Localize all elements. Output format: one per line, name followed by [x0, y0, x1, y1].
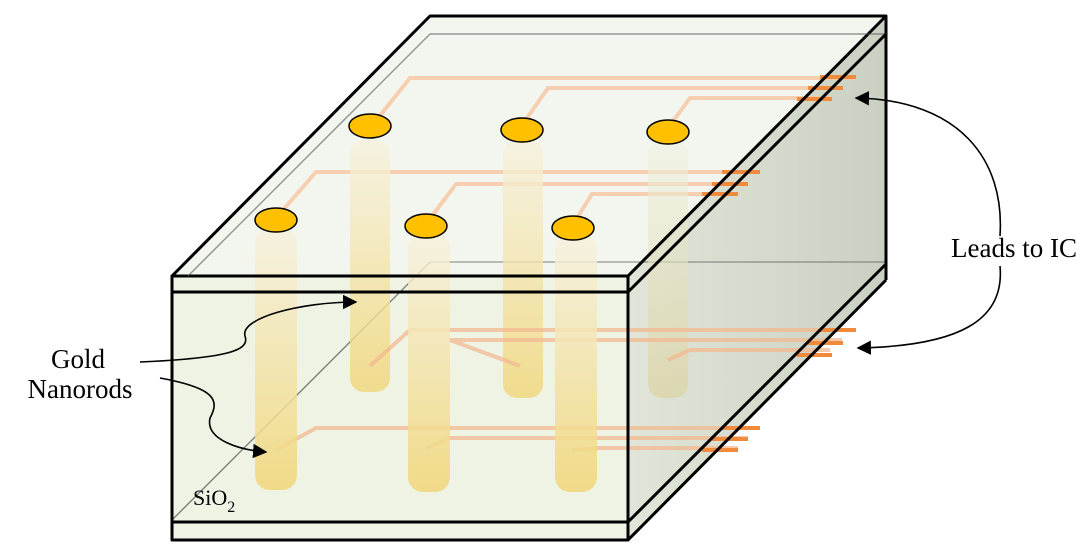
- sio2-base: SiO: [193, 485, 227, 510]
- back-nanorods: [350, 140, 688, 398]
- gold-pad: [500, 117, 544, 143]
- block-side-face: [628, 16, 886, 540]
- sio2-label: SiO2: [193, 485, 235, 516]
- nanorod: [555, 234, 597, 492]
- gold-pad: [404, 213, 448, 239]
- arrow-leads-bottom: [856, 265, 1002, 355]
- gold-nanorods-label-line1: Gold: [51, 344, 106, 374]
- nanorod: [408, 232, 450, 492]
- nanorod: [350, 140, 390, 392]
- arrow-leads-top: [854, 91, 1002, 237]
- annotation-arrows: [139, 91, 1002, 459]
- gold-pad: [551, 215, 595, 241]
- arrow-gold-to-rod-back: [139, 294, 358, 363]
- block-outline: [170, 14, 888, 542]
- sio2-subscript: 2: [227, 499, 235, 516]
- gold-pad: [646, 119, 690, 145]
- nanorod: [503, 140, 543, 398]
- gold-pad: [348, 113, 392, 139]
- labels: Gold Nanorods Leads to IC SiO2: [28, 233, 1077, 516]
- gold-pad: [254, 207, 298, 233]
- nanorod: [648, 142, 688, 398]
- leads-to-ic-label: Leads to IC: [951, 233, 1077, 263]
- gold-nanorods-label-line2: Nanorods: [28, 374, 133, 404]
- gold-pads: [254, 113, 690, 241]
- block-front-face: [172, 276, 628, 540]
- nanorod: [255, 228, 297, 490]
- arrow-gold-to-rod-front: [159, 377, 268, 459]
